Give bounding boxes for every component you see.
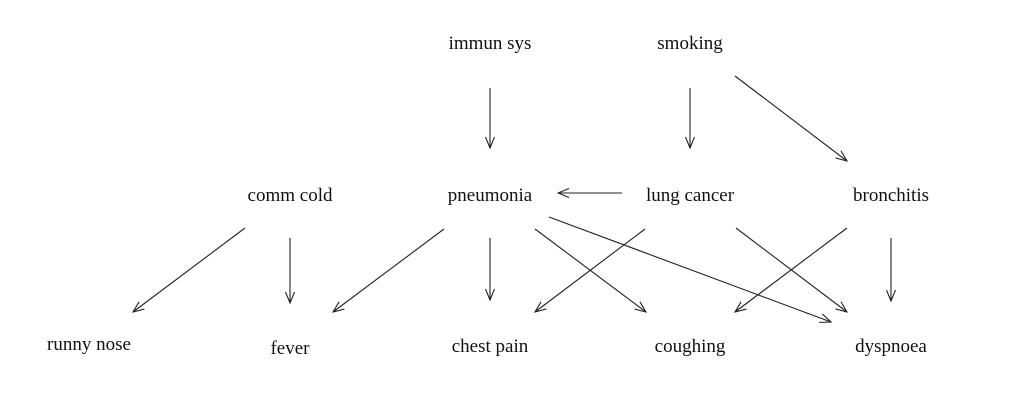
node-smoking: smoking xyxy=(657,33,723,54)
node-pneumonia: pneumonia xyxy=(448,185,533,206)
node-coughing: coughing xyxy=(655,336,726,357)
node-comm-cold: comm cold xyxy=(248,185,333,206)
edge-pneumonia-to-fever xyxy=(333,228,445,312)
node-lung-cancer: lung cancer xyxy=(646,185,735,206)
edges-layer xyxy=(133,75,891,322)
node-runny-nose: runny nose xyxy=(47,334,131,355)
node-bronchitis: bronchitis xyxy=(853,185,929,206)
nodes-layer: immun sys smoking comm cold pneumonia lu… xyxy=(47,33,929,359)
edge-smoking-to-bronchitis xyxy=(734,75,847,161)
node-dyspnoea: dyspnoea xyxy=(855,336,927,357)
edge-bronchitis-to-coughing xyxy=(735,227,848,312)
edge-comm-cold-to-runny-nose xyxy=(133,227,246,312)
edge-lung-cancer-to-chest-pain xyxy=(535,228,646,312)
node-chest-pain: chest pain xyxy=(452,336,529,357)
node-fever: fever xyxy=(270,338,310,359)
node-immun-sys: immun sys xyxy=(449,33,532,54)
edge-pneumonia-to-dyspnoea xyxy=(548,216,831,322)
